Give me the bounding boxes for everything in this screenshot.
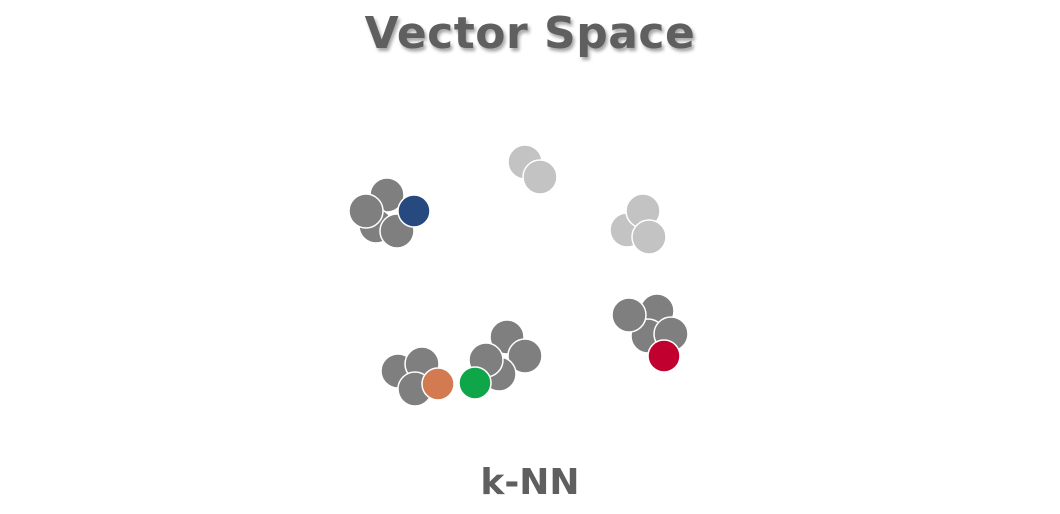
cluster-bottom-right: [611, 293, 689, 373]
cluster-bottom-center: [458, 319, 543, 400]
neighbor-point: [611, 297, 647, 333]
red-query-point: [647, 339, 681, 373]
diagram-title: Vector Space: [364, 8, 696, 59]
cluster-bottom-left: [380, 346, 455, 407]
cluster-top-left: [348, 177, 431, 249]
orange-query-point: [421, 367, 455, 401]
blue-query-point: [397, 194, 431, 228]
neighbor-point: [507, 338, 543, 374]
diagram-caption: k-NN: [480, 462, 580, 503]
cluster-right-faded: [609, 193, 667, 255]
faded-point: [631, 219, 667, 255]
faded-point: [522, 159, 558, 195]
cluster-top-center: [507, 144, 558, 195]
green-query-point: [458, 366, 492, 400]
neighbor-point: [348, 193, 384, 229]
